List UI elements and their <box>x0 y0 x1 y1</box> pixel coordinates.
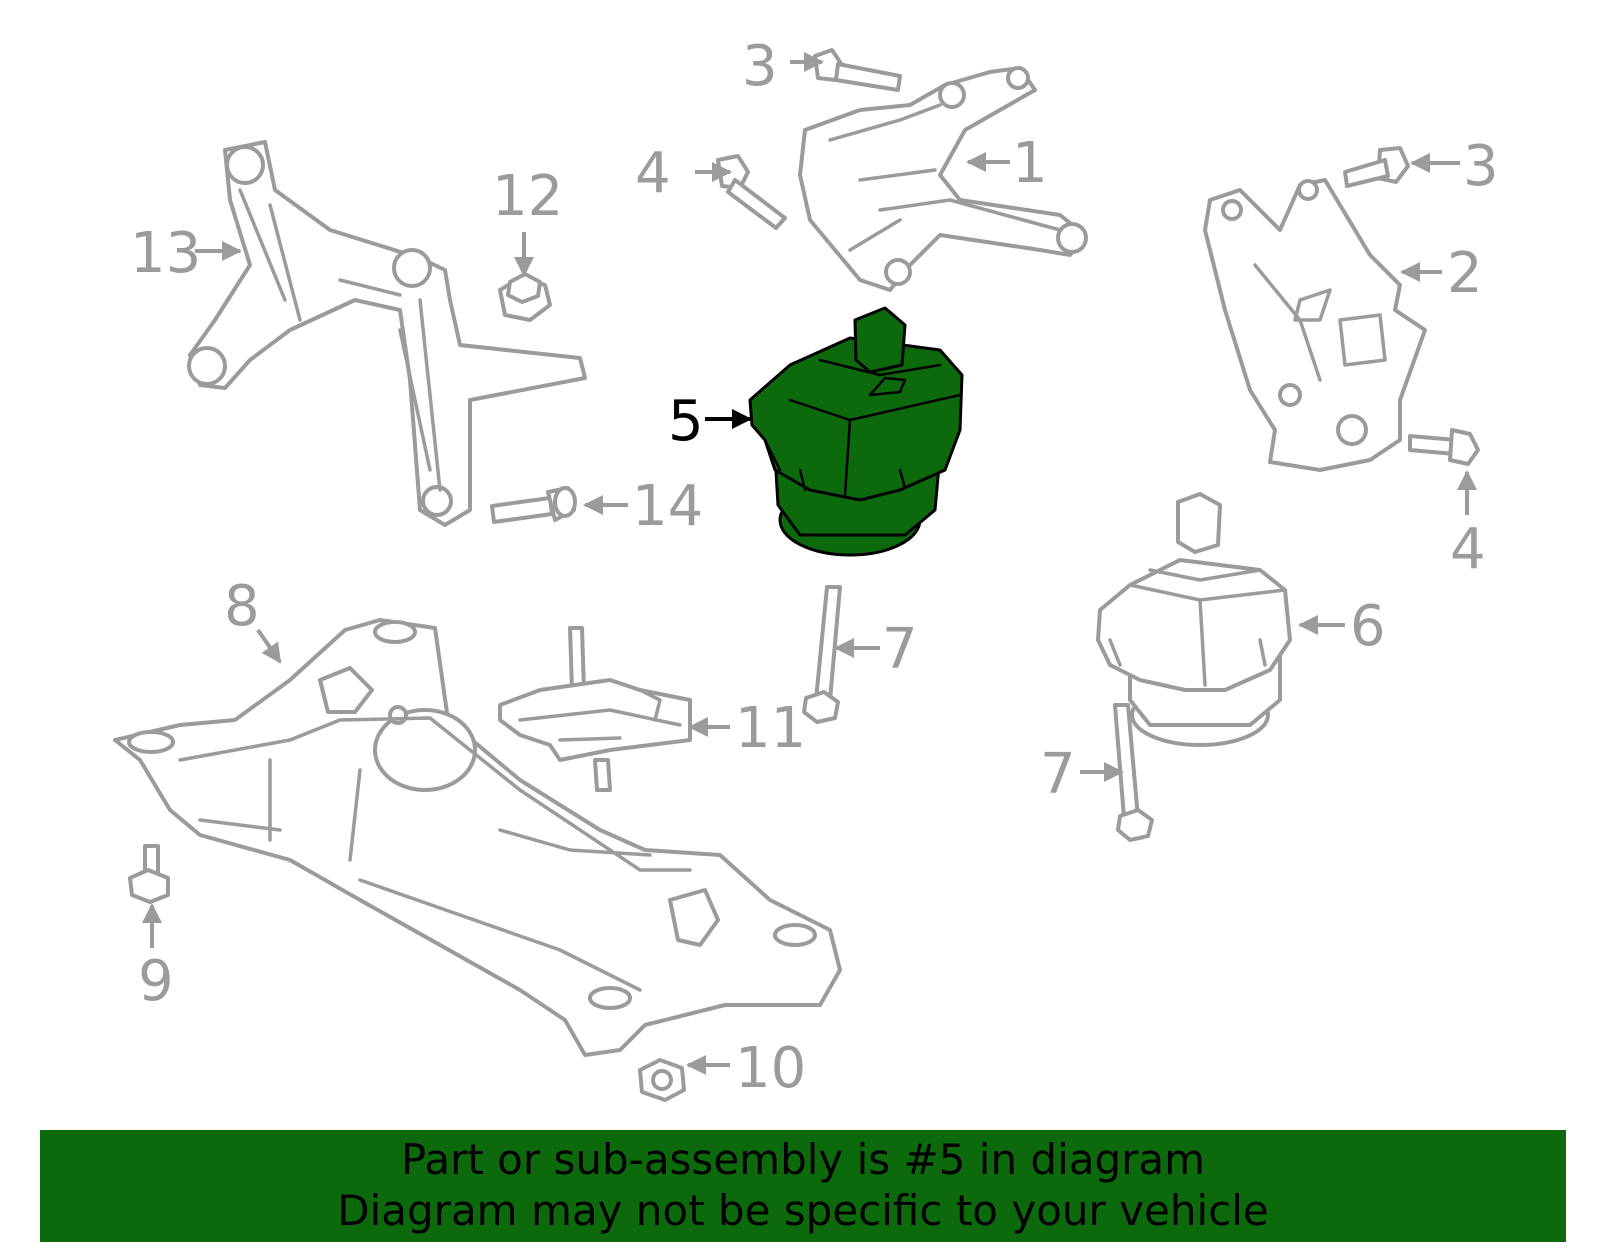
callout-6: 6 <box>1350 594 1386 659</box>
callout-1: 1 <box>1012 131 1048 196</box>
callout-9: 9 <box>138 949 174 1014</box>
callout-11: 11 <box>735 696 806 761</box>
part-3-bolt-right <box>1343 146 1410 188</box>
part-7-stud-center <box>802 585 842 724</box>
callout-12: 12 <box>492 164 563 229</box>
callout-2: 2 <box>1447 241 1483 306</box>
part-13-bracket <box>187 140 587 527</box>
part-2-bracket <box>1203 178 1427 472</box>
part-1-bracket <box>798 66 1088 292</box>
leader-8 <box>256 628 282 664</box>
part-6-engine-mount <box>1096 492 1292 747</box>
callout-10: 10 <box>735 1036 806 1101</box>
part-3-bolt-top <box>813 48 902 92</box>
banner-line-1: Part or sub-assembly is #5 in diagram <box>400 1135 1206 1184</box>
part-11-bracket <box>498 626 692 792</box>
part-4-bolt-left <box>716 154 787 230</box>
part-4-bolt-right <box>1408 428 1480 466</box>
callout-5: 5 <box>668 389 704 454</box>
part-9-bolt <box>128 844 170 904</box>
part-14-bolt <box>490 486 577 524</box>
callout-4-left: 4 <box>635 141 671 206</box>
callout-7-right: 7 <box>1040 742 1076 807</box>
part-5-engine-mount-highlighted <box>748 306 964 557</box>
callout-14: 14 <box>632 474 703 539</box>
callout-7-center: 7 <box>882 617 918 682</box>
callout-3-right: 3 <box>1463 134 1499 199</box>
callout-3-top: 3 <box>742 34 778 99</box>
banner-line-2: Diagram may not be specific to your vehi… <box>337 1186 1269 1235</box>
callout-13: 13 <box>130 221 201 286</box>
part-10-nut <box>638 1058 686 1102</box>
callout-4-right: 4 <box>1450 517 1486 582</box>
part-12-nut <box>498 272 552 322</box>
info-banner: Part or sub-assembly is #5 in diagram Di… <box>40 1130 1566 1242</box>
part-8-subframe <box>113 618 842 1057</box>
callout-8: 8 <box>224 574 260 639</box>
